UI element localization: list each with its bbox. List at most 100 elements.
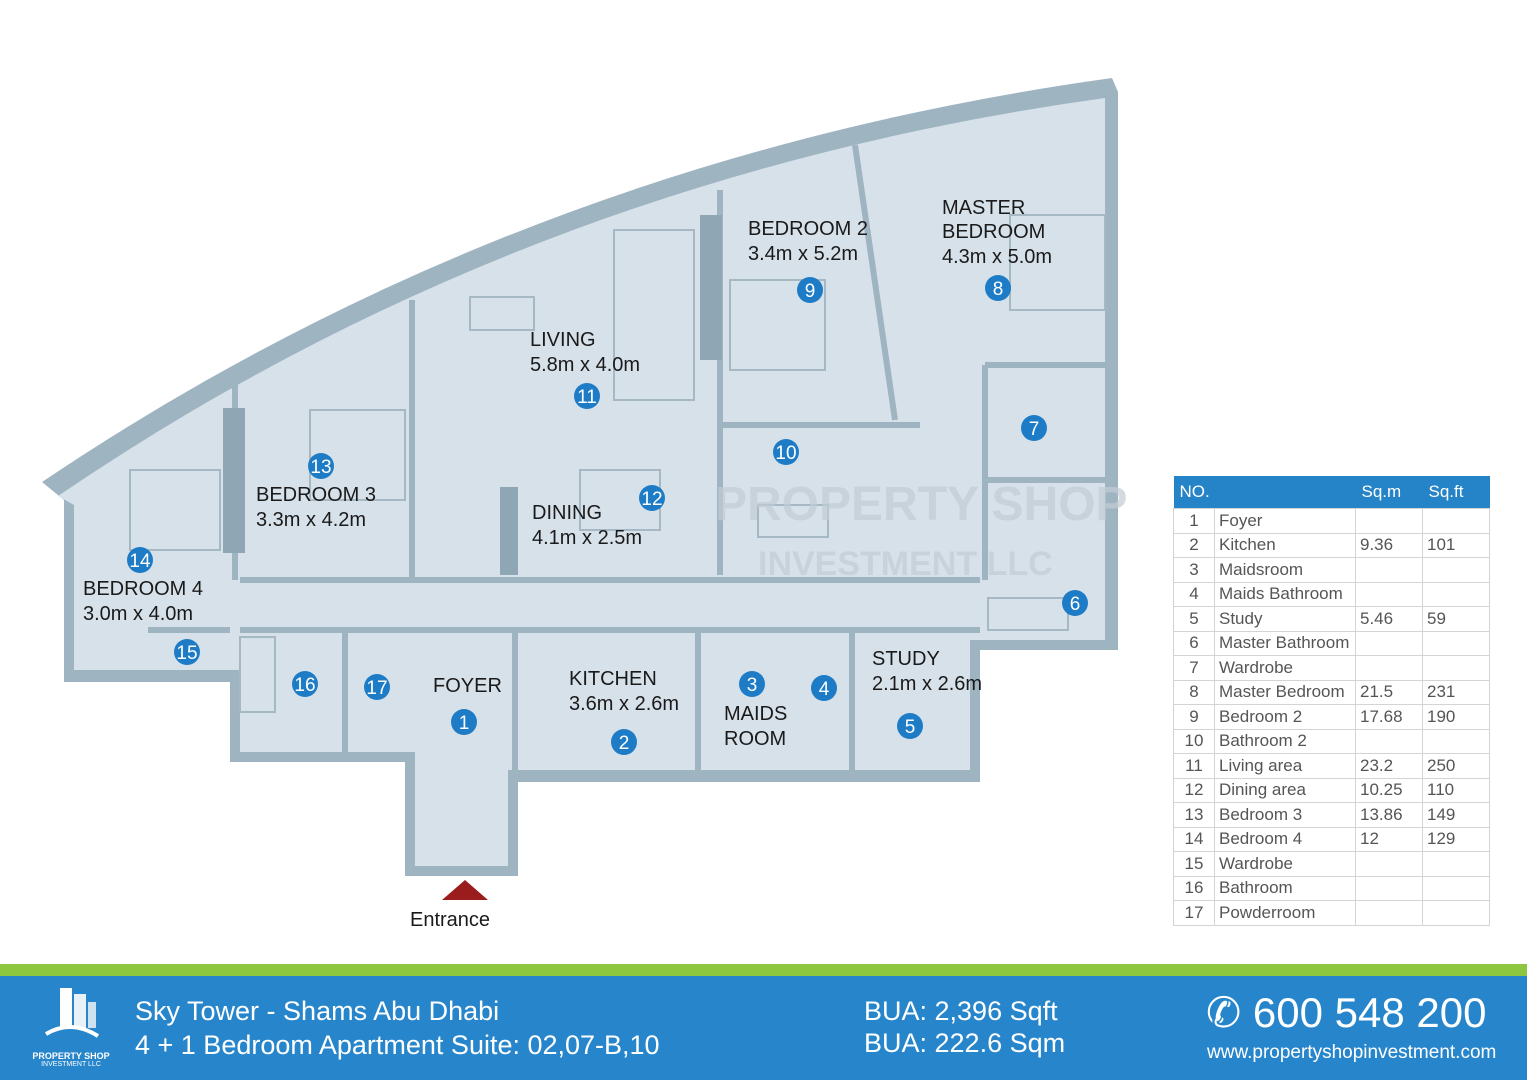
row-sqm	[1355, 900, 1423, 926]
floor-area	[58, 98, 1105, 866]
svg-text:12: 12	[641, 489, 662, 510]
logo-subtext: INVESTMENT LLC	[41, 1061, 101, 1068]
row-sqm: 13.86	[1355, 802, 1423, 828]
row-room-name: Maidsroom	[1214, 557, 1356, 583]
room-label-living: LIVING	[530, 329, 596, 351]
svg-text:1: 1	[459, 713, 470, 734]
room-label-master-bedroom: MASTER	[942, 197, 1025, 219]
room-marker-3: 3	[739, 671, 765, 697]
bua-sqm: BUA: 222.6 Sqm	[864, 1028, 1066, 1058]
row-number: 4	[1173, 581, 1215, 607]
room-label-foyer: FOYER	[433, 675, 502, 697]
watermark-line1: PROPERTY SHOP	[715, 478, 1128, 531]
row-sqft	[1422, 851, 1490, 877]
row-number: 1	[1173, 508, 1215, 534]
row-number: 17	[1173, 900, 1215, 926]
room-size-master-bedroom: 4.3m x 5.0m	[942, 246, 1052, 268]
svg-text:8: 8	[993, 279, 1004, 300]
row-number: 12	[1173, 777, 1215, 803]
room-marker-11: 11	[574, 383, 600, 409]
row-sqft: 59	[1422, 606, 1490, 632]
row-room-name: Foyer	[1214, 508, 1356, 534]
row-number: 14	[1173, 826, 1215, 852]
row-room-name: Maids Bathroom	[1214, 581, 1356, 607]
room-marker-9: 9	[797, 277, 823, 303]
room-label-bedroom2: BEDROOM 2	[748, 218, 868, 240]
row-sqft	[1422, 581, 1490, 607]
row-sqft	[1422, 508, 1490, 534]
row-number: 8	[1173, 679, 1215, 705]
row-sqm: 23.2	[1355, 753, 1423, 779]
svg-text:11: 11	[577, 387, 597, 408]
column	[700, 215, 722, 360]
row-sqft	[1422, 557, 1490, 583]
row-sqft	[1422, 875, 1490, 901]
svg-text:14: 14	[129, 551, 151, 572]
row-number: 9	[1173, 704, 1215, 730]
room-marker-12: 12	[639, 485, 665, 511]
floor-plan: PROPERTY SHOP INVESTMENT LLC MASTER BEDR…	[42, 78, 1128, 931]
room-size-living: 5.8m x 4.0m	[530, 354, 640, 376]
row-sqm	[1355, 557, 1423, 583]
room-marker-1: 1	[451, 709, 477, 735]
row-sqft	[1422, 900, 1490, 926]
row-number: 3	[1173, 557, 1215, 583]
row-sqm	[1355, 508, 1423, 534]
room-label-maids: MAIDS	[724, 703, 787, 725]
row-sqft: 250	[1422, 753, 1490, 779]
row-sqm	[1355, 630, 1423, 656]
room-label-study: STUDY	[872, 648, 940, 670]
row-number: 11	[1173, 753, 1215, 779]
building-logo-icon	[44, 988, 100, 1038]
row-sqm: 17.68	[1355, 704, 1423, 730]
row-number: 7	[1173, 655, 1215, 681]
phone-icon: ✆	[1206, 989, 1242, 1036]
row-room-name: Master Bathroom	[1214, 630, 1356, 656]
row-sqm	[1355, 875, 1423, 901]
room-marker-6: 6	[1062, 590, 1088, 616]
row-sqm: 9.36	[1355, 532, 1423, 558]
column	[223, 408, 245, 553]
green-stripe	[0, 964, 1527, 976]
phone-number[interactable]: ✆ 600 548 200	[1206, 988, 1486, 1037]
row-sqft	[1422, 655, 1490, 681]
company-logo: PROPERTY SHOP INVESTMENT LLC	[26, 984, 116, 1068]
svg-text:15: 15	[176, 643, 197, 664]
phone-text: 600 548 200	[1252, 989, 1487, 1036]
website-link[interactable]: www.propertyshopinvestment.com	[1207, 1042, 1497, 1063]
row-sqft: 149	[1422, 802, 1490, 828]
room-label-kitchen: KITCHEN	[569, 668, 657, 690]
row-sqft	[1422, 630, 1490, 656]
room-size-bedroom3: 3.3m x 4.2m	[256, 509, 366, 531]
row-room-name: Living area	[1214, 753, 1356, 779]
row-sqm: 10.25	[1355, 777, 1423, 803]
row-sqm: 5.46	[1355, 606, 1423, 632]
svg-text:2: 2	[619, 733, 630, 754]
row-sqft: 101	[1422, 532, 1490, 558]
room-size-bedroom4: 3.0m x 4.0m	[83, 603, 193, 625]
room-marker-8: 8	[985, 275, 1011, 301]
row-room-name: Master Bedroom	[1214, 679, 1356, 705]
row-number: 16	[1173, 875, 1215, 901]
header-sqft: Sq.ft	[1422, 476, 1490, 509]
entrance-label: Entrance	[410, 909, 490, 931]
svg-text:17: 17	[366, 678, 387, 699]
svg-text:9: 9	[805, 281, 816, 302]
row-sqm	[1355, 655, 1423, 681]
interior-walls	[148, 144, 1105, 770]
row-sqft: 190	[1422, 704, 1490, 730]
row-number: 15	[1173, 851, 1215, 877]
row-sqm	[1355, 581, 1423, 607]
unit-description: 4 + 1 Bedroom Apartment Suite: 02,07-B,1…	[135, 1030, 660, 1060]
